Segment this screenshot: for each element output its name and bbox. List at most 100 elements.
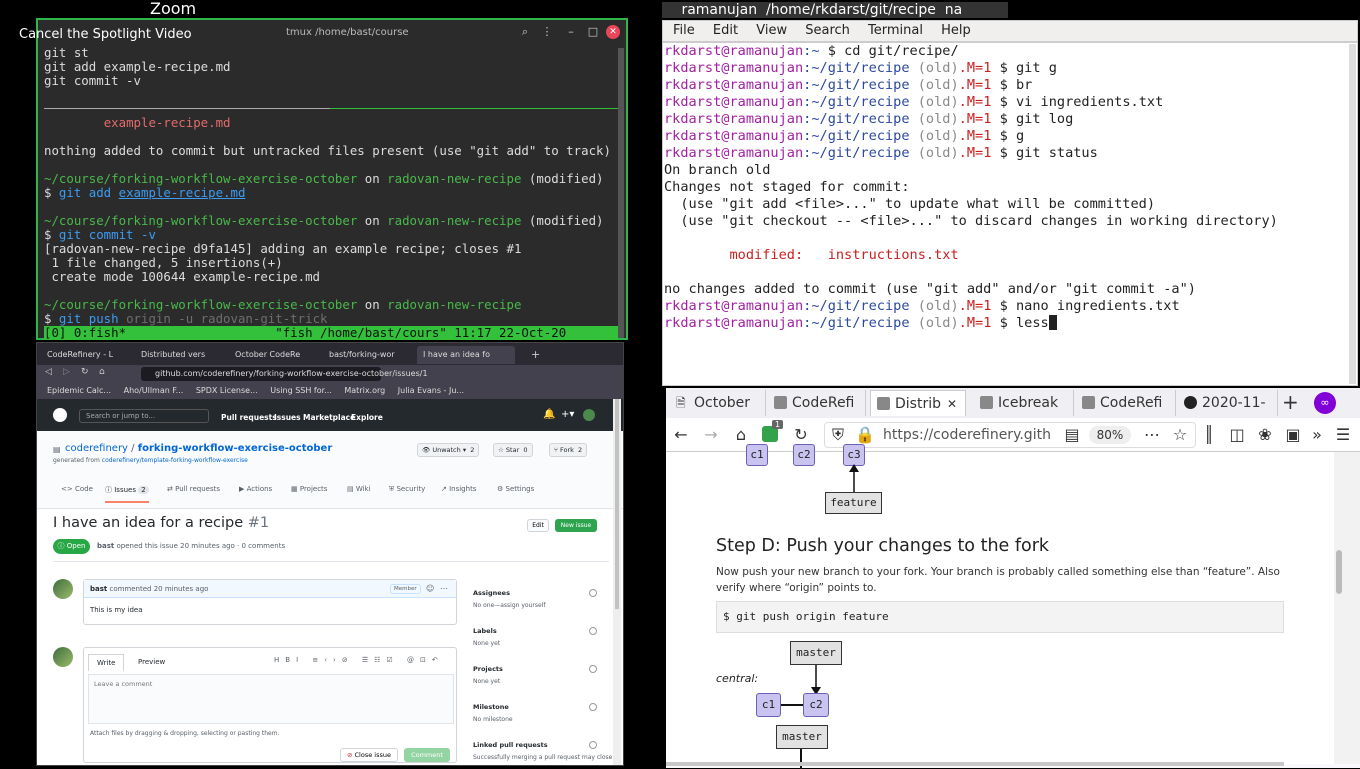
page-actions-icon[interactable]: ⋯ [1144, 425, 1160, 444]
gear-icon[interactable] [589, 627, 597, 635]
plus-icon[interactable]: +▾ [561, 409, 575, 420]
hamburger-menu-icon[interactable]: ☰ [1335, 425, 1351, 444]
github-search-input[interactable]: Search or jump to... [79, 409, 209, 423]
ff-tab[interactable]: CodeRefi [1076, 390, 1176, 416]
reload-icon[interactable]: ↻ [81, 367, 89, 377]
minimize-icon[interactable]: – [568, 25, 574, 38]
sidebar-value[interactable]: No one—assign yourself [473, 602, 546, 609]
gear-icon[interactable] [589, 703, 597, 711]
repo-owner-link[interactable]: coderefinery [65, 443, 128, 454]
menu-kebab-icon[interactable]: ⋮ [541, 25, 553, 38]
new-issue-button[interactable]: New issue [555, 519, 597, 532]
reader-view-icon[interactable]: ▤ [1064, 425, 1080, 444]
menu-edit[interactable]: Edit [712, 23, 739, 38]
repo-name-link[interactable]: forking-workflow-exercise-october [137, 443, 333, 454]
lb-tab-active[interactable]: I have an idea fo [417, 346, 515, 364]
bell-icon[interactable]: 🔔 [543, 409, 556, 420]
lb-tab[interactable]: October CodeRe [229, 346, 321, 364]
lb-tab[interactable]: CodeRefinery - L [41, 346, 133, 364]
maximize-icon[interactable]: □ [587, 25, 599, 38]
attach-files-hint[interactable]: Attach files by dragging & dropping, sel… [90, 730, 280, 737]
extension-puzzle-icon[interactable]: ❀ [1258, 425, 1272, 444]
overflow-icon[interactable]: » [1312, 425, 1322, 444]
bookmark[interactable]: Using SSH for... [270, 386, 332, 395]
bookmark[interactable]: Julia Evans - Ju... [397, 386, 465, 395]
generated-from-link[interactable]: coderefinery/template-forking-workflow-e… [101, 457, 248, 464]
comment-avatar[interactable] [53, 579, 73, 599]
comment-button[interactable]: Comment [404, 748, 450, 762]
menu-terminal[interactable]: Terminal [868, 23, 923, 38]
zoom-level[interactable]: 80% [1089, 426, 1131, 444]
lb-scrollbar-thumb[interactable] [615, 399, 619, 609]
ff-tab[interactable]: 🗎October [670, 390, 766, 416]
menu-file[interactable]: File [673, 23, 695, 38]
bookmark[interactable]: SPDX License... [195, 386, 258, 395]
shield-icon[interactable]: ⛨ [831, 425, 844, 444]
repo-tab-actions[interactable]: ▶ Actions [239, 485, 273, 493]
ff-tab[interactable]: CodeRefi [768, 390, 866, 416]
repo-tab-code[interactable]: <> Code [61, 485, 93, 493]
left-browser-window[interactable]: CodeRefinery - L Distributed vers Octobe… [36, 342, 624, 766]
search-icon[interactable]: ⌕ [521, 25, 529, 38]
close-tab-icon[interactable]: ✕ [947, 397, 958, 411]
ff-url-text[interactable]: https://coderefinery.gith [883, 427, 1051, 443]
library-icon[interactable]: ║ [1204, 425, 1214, 444]
gear-icon[interactable] [589, 741, 597, 749]
back-icon[interactable]: ← [674, 425, 688, 444]
menu-search[interactable]: Search [805, 23, 850, 38]
avatar[interactable] [583, 409, 595, 421]
lb-url-field[interactable]: github.com/coderefinery/forking-workflow… [141, 367, 428, 381]
xterm-terminal-output[interactable]: rkdarst@ramanujan:~ $ cd git/recipe/rkda… [662, 42, 1358, 386]
bookmark[interactable]: Matrix.org [344, 386, 386, 395]
ff-tab[interactable]: 2020-11- [1178, 390, 1278, 416]
lb-tab[interactable]: Distributed vers [135, 346, 227, 364]
cancel-spotlight-button[interactable]: Cancel the Spotlight Video [19, 27, 192, 42]
close-icon[interactable]: ✕ [606, 25, 620, 39]
home-icon[interactable]: ⌂ [735, 425, 747, 444]
ff-tab[interactable]: Icebreak [974, 390, 1074, 416]
repo-tab-issues[interactable]: ⓘ Issues 2 [105, 485, 149, 503]
gear-icon[interactable] [589, 589, 597, 597]
new-tab-icon[interactable]: + [1282, 390, 1299, 414]
lock-icon[interactable]: 🔒 [855, 425, 875, 444]
reload-icon[interactable]: ↻ [794, 425, 808, 444]
menu-view[interactable]: View [756, 23, 788, 38]
write-tab[interactable]: Write [88, 654, 125, 671]
gear-icon[interactable] [589, 665, 597, 673]
container-icon[interactable]: ▣ [1285, 425, 1301, 444]
close-issue-button[interactable]: ⊘ Close issue [340, 748, 398, 762]
ff-horizontal-scrollbar[interactable] [666, 762, 1284, 766]
more-options-icon[interactable]: ⋯ [440, 584, 448, 593]
forward-icon[interactable]: → [704, 425, 718, 444]
repo-tab-settings[interactable]: ⚙ Settings [497, 485, 535, 493]
tmux-scrollbar[interactable] [618, 48, 624, 338]
gh-nav-pull-requests[interactable]: Pull requests [221, 413, 277, 422]
repo-tab-security[interactable]: ⛨ Security [389, 485, 426, 493]
bookmark[interactable]: Epidemic Calc... [47, 386, 112, 395]
code-block[interactable]: $ git push origin feature [716, 601, 1284, 633]
firefox-window[interactable]: 🗎October CodeRefi Distrib✕ Icebreak Code… [666, 388, 1360, 769]
new-tab-icon[interactable]: + [531, 348, 541, 361]
gh-nav-explore[interactable]: Explore [351, 413, 383, 422]
comment-avatar[interactable] [53, 647, 73, 667]
sidebar-icon[interactable]: ◫ [1229, 425, 1245, 444]
repo-tab-insights[interactable]: ↗ Insights [441, 485, 477, 493]
gh-nav-marketplace[interactable]: Marketplace [303, 413, 356, 422]
github-logo-icon[interactable] [53, 408, 67, 422]
ff-scrollbar[interactable] [1334, 452, 1360, 764]
bookmark[interactable]: Aho/Ullman F... [123, 386, 184, 395]
unwatch-button[interactable]: 👁 Unwatch ▾ 2 [417, 443, 480, 457]
ff-tab-active[interactable]: Distrib✕ [870, 390, 966, 416]
lb-tab[interactable]: bast/forking-wor [323, 346, 415, 364]
ff-scrollbar-thumb[interactable] [1336, 550, 1342, 594]
fork-button[interactable]: ⑂ Fork 2 [549, 443, 588, 457]
menu-help[interactable]: Help [941, 23, 971, 38]
comment-author[interactable]: bast [90, 585, 108, 593]
markdown-toolbar[interactable]: HBI ≡‹›⊘ ☰☷☑ @⊡↶ [274, 656, 444, 664]
xterm-scrollbar[interactable] [1349, 44, 1356, 384]
